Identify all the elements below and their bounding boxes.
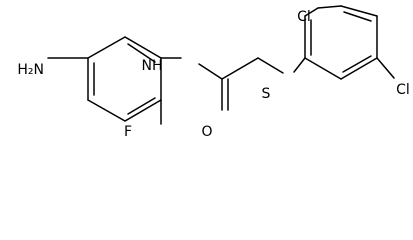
dichlorophenyl-ring bbox=[304, 5, 378, 80]
bond bbox=[221, 57, 259, 80]
bond bbox=[304, 7, 319, 17]
bond bbox=[340, 57, 378, 80]
bond bbox=[127, 97, 156, 115]
bond bbox=[257, 57, 284, 74]
fluorine-label: F bbox=[124, 124, 132, 140]
bond bbox=[317, 5, 342, 9]
chemical-structure: H₂N NH O S F Cl Cl bbox=[17, 5, 410, 140]
bond bbox=[340, 5, 378, 17]
sulfur-label: S bbox=[262, 86, 271, 102]
chlorine-label-top: Cl bbox=[297, 9, 311, 25]
bond bbox=[293, 57, 306, 73]
bond bbox=[124, 99, 162, 122]
bond bbox=[376, 57, 395, 79]
bond bbox=[87, 36, 126, 59]
bond bbox=[342, 55, 372, 73]
bond bbox=[124, 36, 162, 59]
bond bbox=[304, 57, 342, 80]
bond bbox=[127, 43, 156, 63]
bond bbox=[198, 63, 223, 80]
amino-group-label: H₂N bbox=[17, 62, 44, 78]
aminofluorophenyl-ring bbox=[87, 36, 162, 122]
bond bbox=[87, 99, 126, 122]
bond bbox=[343, 11, 372, 22]
oxygen-label: O bbox=[201, 124, 212, 140]
chlorine-label-right: Cl bbox=[396, 82, 410, 98]
nh-label: NH bbox=[142, 58, 163, 74]
